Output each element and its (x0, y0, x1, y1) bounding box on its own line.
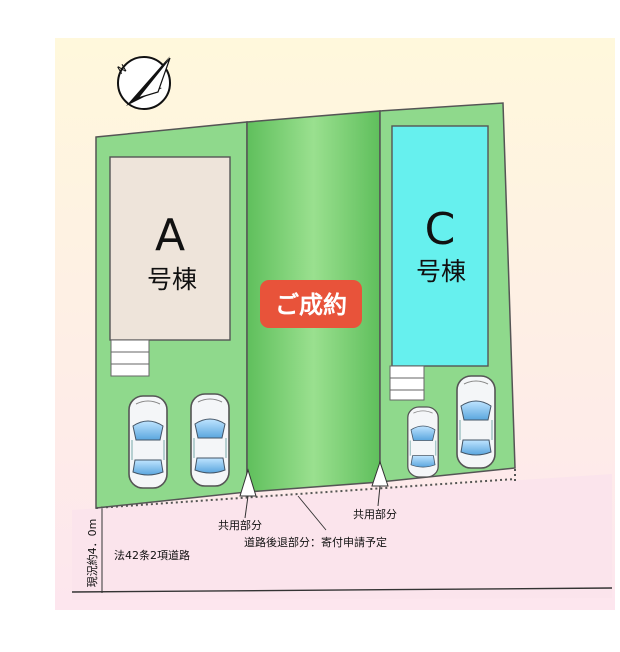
road-type-label: 法42条2項道路 (114, 548, 190, 562)
car-icon (407, 406, 439, 478)
steps-c (389, 365, 425, 401)
road-edge-line (71, 587, 613, 593)
car-icon (128, 395, 168, 489)
shared-part-label-left: 共用部分 (218, 518, 262, 532)
lot-c-letter: C (425, 204, 456, 255)
setback-note: 道路後退部分：寄付申請予定 (244, 535, 387, 549)
lot-a-unit: 号棟 (147, 265, 197, 294)
sold-badge: ご成約 (260, 280, 362, 328)
road-area (72, 474, 612, 600)
lot-a-letter: A (155, 210, 185, 261)
shared-part-label-right: 共用部分 (353, 507, 397, 521)
setback-line (95, 478, 516, 509)
lot-c-unit: 号棟 (416, 257, 466, 286)
car-icon (456, 375, 496, 469)
house-c (391, 125, 489, 367)
road-width-label: 現況約4．0m (85, 519, 99, 588)
steps-a (110, 339, 150, 377)
house-a (109, 156, 231, 341)
car-icon (190, 393, 230, 487)
sold-badge-label: ご成約 (275, 291, 347, 319)
compass-icon: N (115, 56, 171, 110)
